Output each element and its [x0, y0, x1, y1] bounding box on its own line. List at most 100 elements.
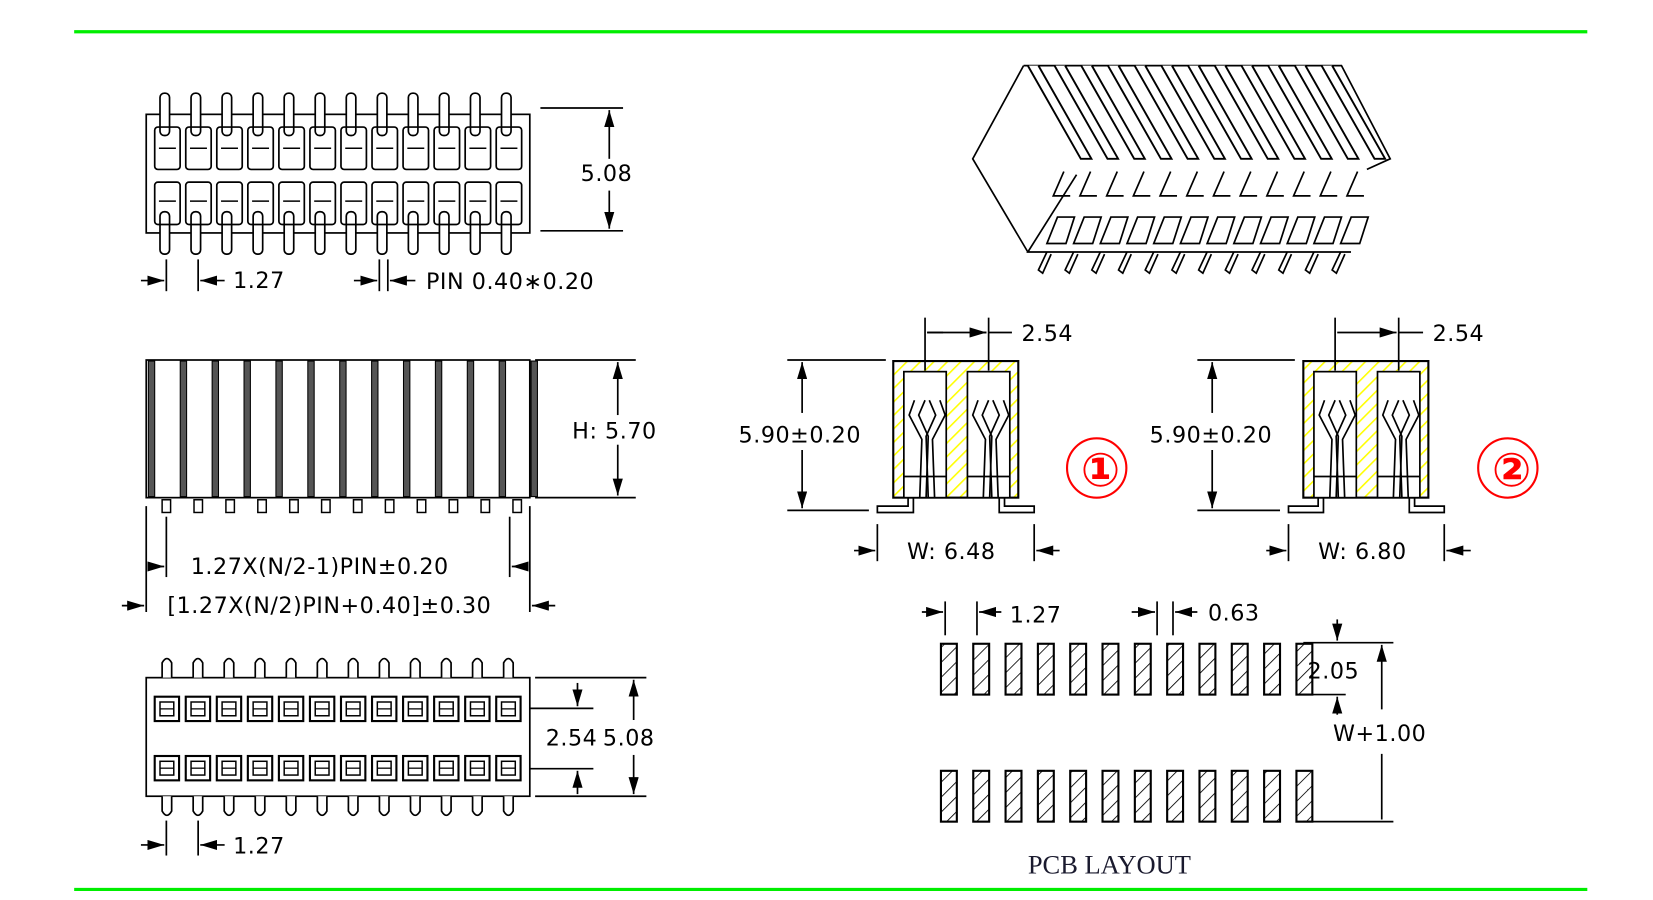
- section1-height-dim: 5.90±0.20: [739, 423, 861, 449]
- bottom-pin: [378, 657, 390, 678]
- pcb-pad: [939, 642, 958, 696]
- bottom-pin: [471, 796, 483, 817]
- section-view-1: 2.54 5.90±0.20 W: 6.48 ①: [739, 317, 1128, 565]
- iso-cell: [1339, 216, 1370, 245]
- bottom-pin: [347, 796, 359, 817]
- bottom-pin: [254, 657, 266, 678]
- pcb-pad: [1133, 769, 1152, 823]
- top-contact: [246, 126, 275, 171]
- top-pin: [221, 210, 233, 255]
- top-pin: [221, 92, 233, 137]
- top-contact: [184, 181, 213, 226]
- side-rib: [498, 360, 507, 498]
- iso-slat: [1267, 65, 1334, 160]
- pcb-pad: [1263, 769, 1282, 823]
- section1-width-dim: W: 6.48: [907, 539, 996, 565]
- top-contact: [309, 126, 337, 171]
- top-pin: [407, 210, 419, 255]
- callout-2: ②: [1492, 443, 1531, 497]
- side-rib: [530, 360, 538, 498]
- callout-1: ①: [1081, 443, 1120, 497]
- side-pin: [480, 499, 491, 514]
- pcb-pad: [1004, 769, 1023, 823]
- top-contact: [215, 181, 244, 226]
- top-pin: [376, 92, 388, 137]
- bottom-pin: [440, 657, 452, 678]
- iso-slat: [1026, 65, 1094, 160]
- iso-contact: [1345, 171, 1364, 197]
- pcb-pad: [1166, 642, 1185, 696]
- top-pin: [314, 92, 326, 137]
- bottom-pin: [502, 796, 515, 817]
- iso-cell: [1312, 216, 1343, 245]
- iso-contact: [1318, 171, 1338, 197]
- top-pin: [190, 210, 202, 255]
- pcb-pad: [1295, 769, 1314, 823]
- pcb-pad: [939, 769, 958, 823]
- side-rib: [147, 360, 156, 498]
- iso-cell: [1125, 216, 1156, 245]
- iso-slat: [1053, 65, 1120, 160]
- side-inner-dim: 1.27X(N/2-1)PIN±0.20: [191, 554, 449, 580]
- bottom-pin: [161, 796, 173, 817]
- bottom-pin: [347, 657, 359, 678]
- top-pin: [376, 210, 388, 255]
- iso-cell: [1232, 216, 1263, 245]
- iso-slat: [1320, 65, 1387, 160]
- bottom-pin: [223, 657, 235, 678]
- top-contact: [371, 126, 399, 171]
- top-contact: [340, 126, 368, 171]
- bottom-pin: [285, 657, 297, 678]
- pcb-pad: [1230, 769, 1249, 823]
- side-rib: [243, 360, 251, 498]
- side-rib: [339, 360, 347, 498]
- bottom-pin: [192, 796, 204, 817]
- pcb-pad: [1069, 769, 1088, 823]
- iso-pin: [1224, 251, 1239, 275]
- top-pin: [159, 92, 171, 137]
- top-pin: [345, 210, 357, 255]
- pcb-pad: [1198, 642, 1217, 696]
- top-contact: [433, 181, 461, 226]
- side-rib: [275, 360, 283, 498]
- top-pin: [469, 210, 481, 255]
- pcb-pad: [1004, 642, 1023, 696]
- iso-contact: [1292, 171, 1311, 197]
- section-view-2: 2.54 5.90±0.20 W: 6.80 ②: [1150, 317, 1539, 565]
- iso-cell: [1152, 216, 1183, 245]
- pcb-pad-length-dim: 2.05: [1308, 659, 1360, 685]
- top-contact: [464, 181, 492, 226]
- pcb-pad: [1036, 642, 1055, 696]
- pcb-pitch-dim: 1.27: [1010, 603, 1062, 629]
- top-pin: [252, 92, 264, 137]
- pcb-pad: [1198, 769, 1217, 823]
- bottom-cell: [433, 695, 460, 723]
- top-contact: [402, 126, 430, 171]
- top-height-dim: 5.08: [581, 161, 633, 187]
- pcb-pad: [1101, 642, 1120, 696]
- side-rib: [211, 360, 220, 498]
- iso-cell: [1205, 216, 1236, 245]
- bottom-pin: [316, 657, 328, 678]
- bottom-pin: [223, 796, 235, 817]
- side-rib: [371, 360, 379, 498]
- section2-height-dim: 5.90±0.20: [1150, 423, 1272, 449]
- top-contact: [278, 126, 306, 171]
- bottom-pin: [254, 796, 266, 817]
- iso-contact: [1051, 171, 1071, 197]
- pcb-pad: [1263, 642, 1282, 696]
- pcb-layout-title: PCB LAYOUT: [1028, 850, 1191, 880]
- bottom-cell: [215, 695, 243, 723]
- iso-slat: [1133, 65, 1200, 160]
- top-contact: [464, 126, 492, 171]
- top-pin: [314, 210, 326, 255]
- side-rib: [466, 360, 475, 498]
- top-pitch-dim: 1.27: [233, 268, 285, 294]
- side-pin: [288, 499, 299, 514]
- iso-contact: [1185, 171, 1204, 197]
- top-contact: [402, 181, 430, 226]
- bottom-pin: [471, 657, 483, 678]
- side-rib: [434, 360, 443, 498]
- pcb-pad: [1133, 642, 1152, 696]
